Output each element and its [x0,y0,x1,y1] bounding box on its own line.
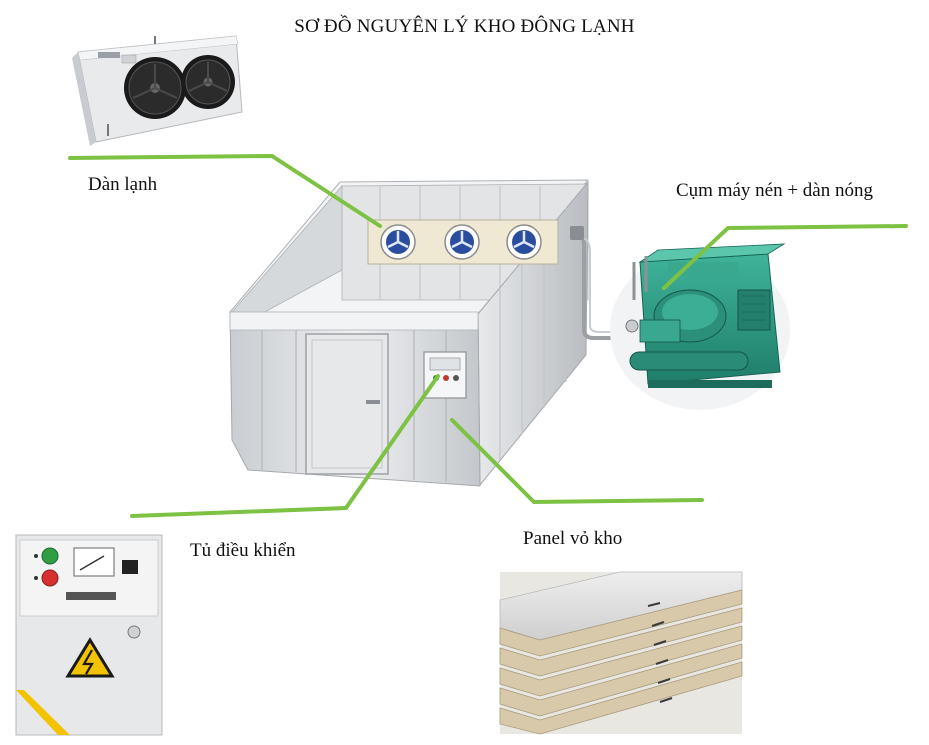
cold-room-illustration [228,179,618,487]
evaporator-unit-photo [72,35,243,146]
label-condensing-unit: Cụm máy nén + dàn nóng [676,180,873,201]
leader-line-control-cabinet [130,374,440,518]
label-evaporator: Dàn lạnh [88,174,158,195]
leader-lines [68,153,908,518]
leader-line-condensing-unit [662,224,908,290]
label-control-cabinet: Tủ điều khiển [190,540,296,561]
diagram-title: SƠ ĐỒ NGUYÊN LÝ KHO ĐÔNG LẠNH [294,16,635,37]
leader-line-evaporator [68,153,382,228]
electrical-warning-icon [65,637,115,678]
condensing-unit-photo [610,243,790,410]
leader-line-panel [450,418,704,505]
label-panel: Panel vỏ kho [523,528,623,549]
panel-stack-photo [499,571,743,735]
control-panel-photo [15,534,163,736]
evaporator-fans [380,224,542,260]
